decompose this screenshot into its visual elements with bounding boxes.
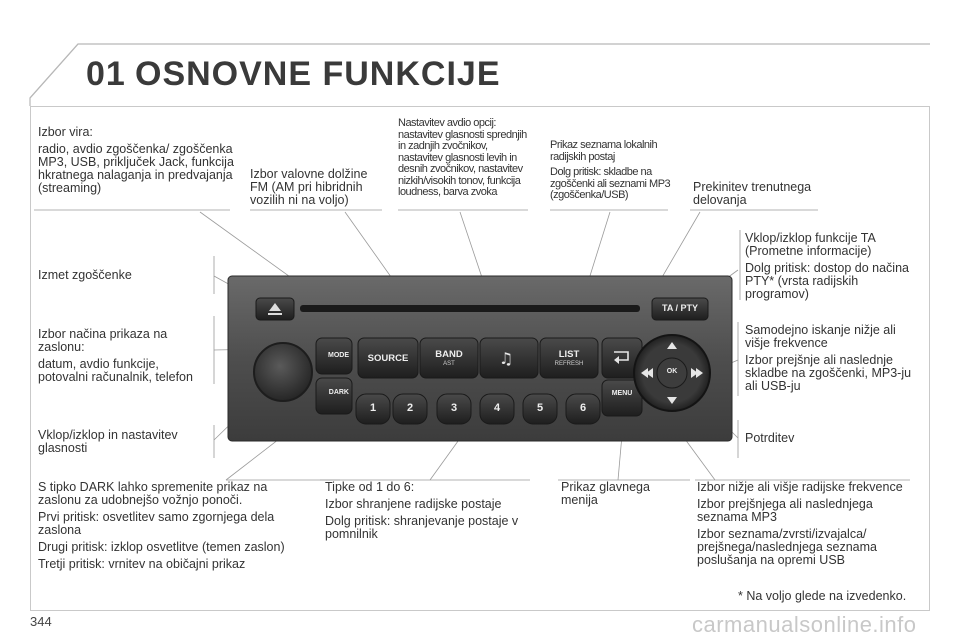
eject-icon[interactable] xyxy=(256,298,294,320)
label-dark-line1: S tipko DARK lahko spremenite prikaz na … xyxy=(38,480,268,507)
label-potrditev: Potrditev xyxy=(745,431,795,445)
label-samodejno: Samodejno iskanje nižje ali višje frekve… xyxy=(745,324,915,397)
chapter-title: OSNOVNE FUNKCIJE xyxy=(135,55,501,93)
footnote: * Na voljo glede na izvedenko. xyxy=(738,589,907,603)
back-arrow-icon[interactable] xyxy=(602,338,642,378)
label-izbor-vira-desc: radio, avdio zgoščenka/ zgoščenka MP3, U… xyxy=(38,142,234,195)
list-refresh-label: REFRESH xyxy=(554,361,584,367)
label-prikaz-seznama-desc: Dolg pritisk: skladbe na zgoščenki ali s… xyxy=(550,166,671,201)
label-izbor-nacina-title: Izbor načina prikaza na zaslonu: xyxy=(38,327,168,354)
svg-text:♫: ♫ xyxy=(499,349,513,368)
preset-button-6[interactable]: 6 xyxy=(579,402,587,414)
label-izbor-nizje-line3: Izbor seznama/zvrsti/izvajalca/ prejšneg… xyxy=(697,527,877,567)
preset-button-4[interactable]: 4 xyxy=(493,402,501,414)
label-izbor-vira-title: Izbor vira: xyxy=(38,125,93,139)
label-prekinitev: Prekinitev trenutnega delovanja xyxy=(693,180,812,207)
label-izbor-nizje: Izbor nižje ali višje radijske frekvence… xyxy=(697,481,915,571)
preset-button-1[interactable]: 1 xyxy=(369,402,377,414)
label-prikaz-seznama: Prikaz seznama lokalnih radijskih postaj… xyxy=(550,139,674,206)
label-vklop-glasnost: Vklop/izklop in nastavitev glasnosti xyxy=(38,428,178,455)
label-vklop-ta-title: Vklop/izklop funkcije TA (Prometne infor… xyxy=(745,231,876,258)
label-tipke: Tipke od 1 do 6: Izbor shranjene radijsk… xyxy=(325,481,537,545)
label-izbor-valovne: Izbor valovne dolžine FM (AM pri hibridn… xyxy=(250,167,368,207)
label-izbor-nizje-line1: Izbor nižje ali višje radijske frekvence xyxy=(697,480,903,494)
header-decoration xyxy=(29,43,930,106)
band-ast-label: AST xyxy=(443,361,455,367)
preset-button-2[interactable]: 2 xyxy=(406,402,414,414)
label-izbor-nacina: Izbor načina prikaza na zaslonu: datum, … xyxy=(38,328,210,388)
label-nastavitev-avdio: Nastavitev avdio opcij: nastavitev glasn… xyxy=(398,117,527,198)
label-tipke-line3: Dolg pritisk: shranjevanje postaje v pom… xyxy=(325,514,519,541)
watermark: carmanualsonline.info xyxy=(692,612,917,637)
label-dark: S tipko DARK lahko spremenite prikaz na … xyxy=(38,481,300,575)
content-frame xyxy=(30,106,930,611)
label-dark-line3: Drugi pritisk: izklop osvetlitve (temen … xyxy=(38,540,285,554)
label-vklop-ta: Vklop/izklop funkcije TA (Prometne infor… xyxy=(745,232,915,305)
label-izbor-nacina-desc: datum, avdio funkcije, potovalni računal… xyxy=(38,357,193,384)
label-izbor-vira: Izbor vira: radio, avdio zgoščenka/ zgoš… xyxy=(38,126,238,199)
menu-button[interactable]: MENU xyxy=(611,390,633,397)
preset-button-5[interactable]: 5 xyxy=(536,402,544,414)
label-izmet: Izmet zgoščenke xyxy=(38,268,132,282)
chapter-number: 01 xyxy=(86,55,126,93)
mode-button[interactable]: MODE xyxy=(328,352,349,359)
preset-button-3[interactable]: 3 xyxy=(450,402,458,414)
source-button[interactable]: SOURCE xyxy=(367,353,409,364)
label-samodejno-desc: Izbor prejšnje ali naslednje skladbe na … xyxy=(745,353,912,393)
list-button[interactable]: LIST xyxy=(558,349,580,360)
label-tipke-line2: Izbor shranjene radijske postaje xyxy=(325,497,502,511)
dark-button[interactable]: DARK xyxy=(328,389,349,396)
page-number: 344 xyxy=(30,614,52,629)
label-prikaz-seznama-title: Prikaz seznama lokalnih radijskih postaj xyxy=(550,139,658,163)
label-vklop-ta-desc: Dolg pritisk: dostop do načina PTY* (vrs… xyxy=(745,261,909,301)
music-note-icon[interactable] xyxy=(480,338,538,378)
label-dark-line2: Prvi pritisk: osvetlitev samo zgornjega … xyxy=(38,510,275,537)
label-izbor-nizje-line2: Izbor prejšnjega ali naslednjega seznama… xyxy=(697,497,873,524)
ta-pty-button[interactable]: TA / PTY xyxy=(662,303,698,313)
label-prikaz-menija: Prikaz glavnega menija xyxy=(561,480,650,507)
ok-button[interactable]: OK xyxy=(666,368,678,375)
label-tipke-line1: Tipke od 1 do 6: xyxy=(325,480,415,494)
band-button[interactable]: BAND xyxy=(435,349,463,360)
label-dark-line4: Tretji pritisk: vrnitev na običajni prik… xyxy=(38,557,246,571)
volume-knob[interactable] xyxy=(254,343,312,401)
label-samodejno-title: Samodejno iskanje nižje ali višje frekve… xyxy=(745,323,896,350)
